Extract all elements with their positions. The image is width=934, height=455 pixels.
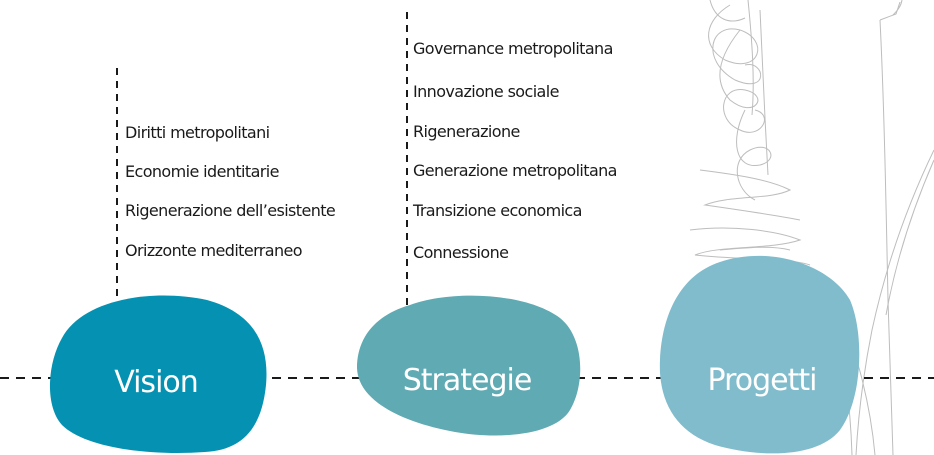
strategie-label: Strategie: [403, 363, 532, 398]
stage-vision: Vision: [49, 295, 267, 453]
vision-items: Diritti metropolitani Economie identitar…: [125, 123, 336, 260]
progetti-label: Progetti: [708, 363, 817, 398]
vision-item: Diritti metropolitani: [125, 123, 270, 142]
stage-strategie: Strategie: [357, 295, 581, 436]
strategie-item: Governance metropolitana: [413, 39, 613, 58]
strategie-item: Transizione economica: [412, 201, 582, 220]
strategie-item: Generazione metropolitana: [413, 161, 617, 180]
vision-item: Orizzonte mediterraneo: [125, 241, 302, 260]
strategie-item: Rigenerazione: [413, 122, 520, 141]
vision-blob: [49, 295, 267, 453]
progetti-blob: [659, 255, 860, 454]
vision-item: Rigenerazione dell’esistente: [125, 201, 335, 220]
stage-progetti: Progetti: [659, 255, 860, 454]
vision-label: Vision: [114, 365, 198, 400]
strategie-item: Innovazione sociale: [413, 82, 559, 101]
strategie-items: Governance metropolitana Innovazione soc…: [412, 39, 618, 262]
strategie-blob: [357, 295, 581, 436]
strategie-item: Connessione: [413, 243, 508, 262]
vision-item: Economie identitarie: [125, 162, 279, 181]
